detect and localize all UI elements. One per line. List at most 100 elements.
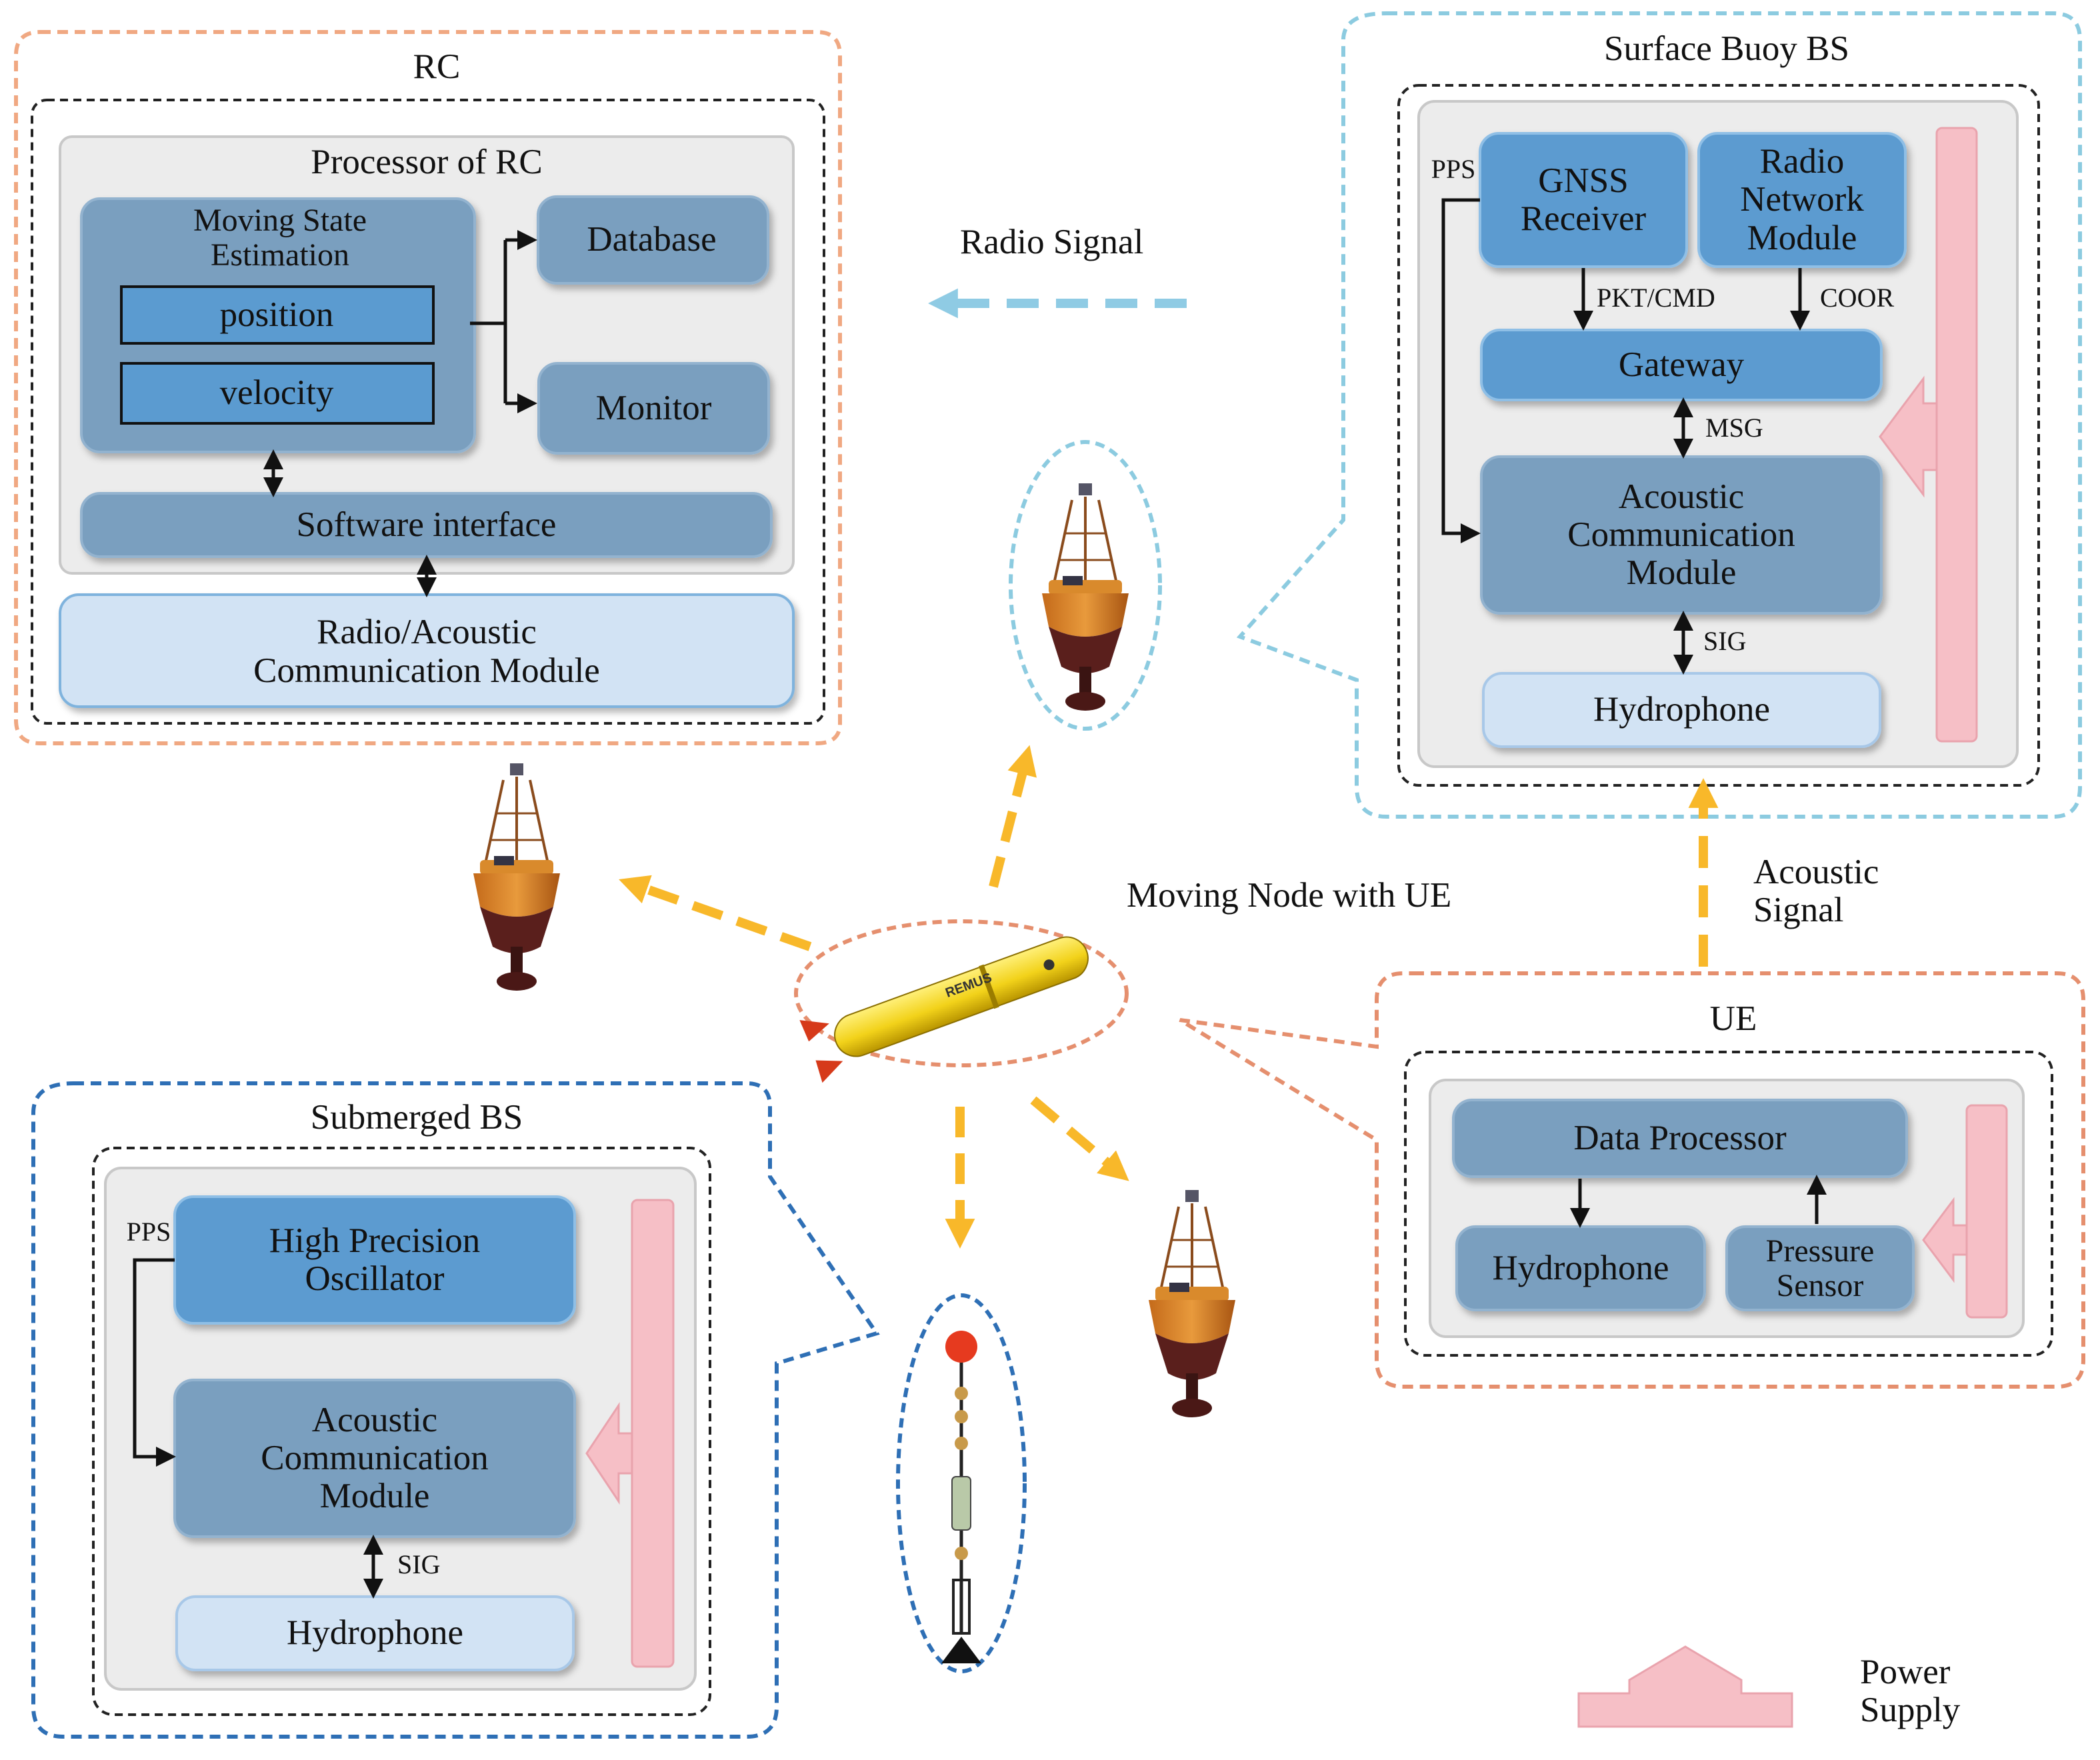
submerged-acoustic-module-label: Acoustic Communication Module	[175, 1380, 575, 1537]
surface-sig-label: SIG	[1703, 626, 1747, 656]
mooring-instrument	[951, 1476, 971, 1531]
legend-power-line1: Power	[1860, 1653, 1951, 1691]
surface-inner-boundary	[1397, 84, 2040, 787]
left-buoy-image	[472, 762, 561, 992]
pressure-line1: Pressure	[1765, 1233, 1875, 1269]
ue-hydrophone-label: Hydrophone	[1492, 1248, 1669, 1287]
pressure-line2: Sensor	[1776, 1267, 1864, 1303]
surface-outer-boundary	[1236, 11, 2082, 819]
rc-processor-title: Processor of RC	[311, 143, 543, 181]
surface-pps-line	[1441, 198, 1481, 543]
radio-line2: Network	[1740, 180, 1864, 219]
surface-acoustic-line2: Communication	[1567, 515, 1795, 554]
surface-power-arrow	[1879, 375, 1938, 498]
radio-line3: Module	[1747, 218, 1857, 257]
pressure-sensor-label: Pressure Sensor	[1727, 1227, 1913, 1310]
submerged-hydrophone-label: Hydrophone	[287, 1613, 463, 1653]
surface-buoy-title: Surface Buoy BS	[1603, 29, 1850, 68]
oscillator-label: High Precision Oscillator	[175, 1197, 575, 1323]
ue-power-arrow	[1922, 1197, 1968, 1283]
radio-network-module-box	[1697, 132, 1907, 268]
ue-power-bar	[1965, 1104, 2008, 1319]
rc-software-interface-label: Software interface	[296, 505, 557, 544]
auv-hull	[834, 936, 1089, 1057]
rc-inner-boundary	[31, 99, 825, 725]
submerged-power-bar	[631, 1199, 675, 1668]
acoustic-signal-label: Acoustic Signal	[1753, 853, 1879, 929]
signal-to-surface-buoy	[989, 745, 1037, 888]
rc-moving-state-title: Moving State Estimation	[83, 203, 477, 273]
oscillator-line2: Oscillator	[305, 1259, 445, 1298]
data-processor-box	[1452, 1099, 1908, 1178]
rc-velocity-label: velocity	[219, 373, 334, 413]
rc-comm-line1: Radio/Acoustic	[317, 613, 537, 652]
lower-buoy-image	[1147, 1189, 1237, 1419]
surface-power-bar	[1935, 127, 1978, 743]
auv-fin-top	[799, 1020, 829, 1042]
submerged-pps-line	[133, 1258, 176, 1467]
submerged-bs-ellipse	[896, 1293, 1027, 1673]
acoustic-signal-line2: Signal	[1753, 891, 1844, 930]
surface-buoy-ellipse	[1009, 440, 1162, 731]
moving-node-label: Moving Node with UE	[1127, 876, 1452, 915]
rc-moving-state-line1: Moving State	[193, 203, 367, 238]
rc-comm-module-label: Radio/Acoustic Communication Module	[60, 597, 793, 707]
rc-velocity-box	[120, 362, 435, 425]
gnss-receiver-label: GNSS Receiver	[1480, 133, 1687, 267]
submerged-sig-label: SIG	[397, 1549, 441, 1579]
mooring-bead-3	[955, 1437, 968, 1450]
signal-to-left-buoy	[619, 875, 812, 951]
rc-monitor-label: Monitor	[595, 388, 712, 427]
submerged-power-arrow	[585, 1402, 633, 1505]
rc-split-connector	[470, 240, 507, 403]
mooring-float	[945, 1331, 977, 1363]
gnss-line1: GNSS	[1538, 161, 1629, 200]
surface-acoustic-line3: Module	[1626, 553, 1737, 593]
msg-label: MSG	[1705, 413, 1763, 443]
signal-to-lower-buoy	[1030, 1096, 1129, 1181]
moving-node-ellipse	[794, 919, 1129, 1067]
submerged-title: Submerged BS	[310, 1098, 523, 1137]
legend-power-line2: Supply	[1860, 1691, 1961, 1730]
submerged-pps-label: PPS	[126, 1217, 171, 1247]
ue-outer-boundary	[1179, 971, 2085, 1389]
submerged-acoustic-line1: Acoustic	[311, 1400, 438, 1439]
submerged-inner-boundary	[92, 1147, 711, 1716]
surface-hydrophone-label: Hydrophone	[1593, 690, 1770, 729]
rc-position-label: position	[219, 295, 334, 334]
auv-image: REMUS	[799, 936, 1089, 1083]
auv-fin-bottom	[815, 1060, 843, 1083]
gateway-label: Gateway	[1618, 345, 1745, 384]
mooring-bead-1	[955, 1387, 968, 1400]
oscillator-line1: High Precision	[269, 1221, 481, 1260]
pkt-cmd-label: PKT/CMD	[1597, 283, 1715, 313]
auv-sensor	[1043, 959, 1055, 971]
ue-title: UE	[1709, 999, 1757, 1038]
coor-label: COOR	[1820, 283, 1895, 313]
rc-monitor-box	[537, 362, 770, 455]
rc-outer-boundary	[14, 30, 842, 745]
mooring-bead-2	[955, 1410, 968, 1423]
pressure-sensor-box	[1725, 1225, 1915, 1311]
rc-database-box	[537, 195, 769, 285]
rc-moving-state-line2: Estimation	[211, 237, 349, 273]
auv-band	[978, 964, 999, 1009]
submerged-acoustic-line2: Communication	[261, 1438, 489, 1477]
gnss-line2: Receiver	[1520, 199, 1647, 238]
diagram-graphics: REMUS	[14, 11, 2085, 1739]
rc-database-label: Database	[587, 220, 717, 259]
rc-comm-line2: Communication Module	[253, 651, 600, 690]
acoustic-signal-line1: Acoustic	[1753, 853, 1879, 891]
surface-acoustic-module-label: Acoustic Communication Module	[1481, 457, 1881, 613]
surface-acoustic-line1: Acoustic	[1618, 477, 1745, 516]
submerged-acoustic-line3: Module	[319, 1477, 430, 1516]
rc-title: RC	[413, 47, 461, 86]
radio-line1: Radio	[1759, 142, 1845, 181]
radio-signal-label: Radio Signal	[960, 223, 1144, 261]
mooring-release	[952, 1579, 971, 1635]
legend-power-supply-label: Power Supply	[1860, 1653, 1960, 1729]
radio-network-module-label: Radio Network Module	[1699, 133, 1905, 267]
mooring-anchor	[941, 1637, 981, 1663]
